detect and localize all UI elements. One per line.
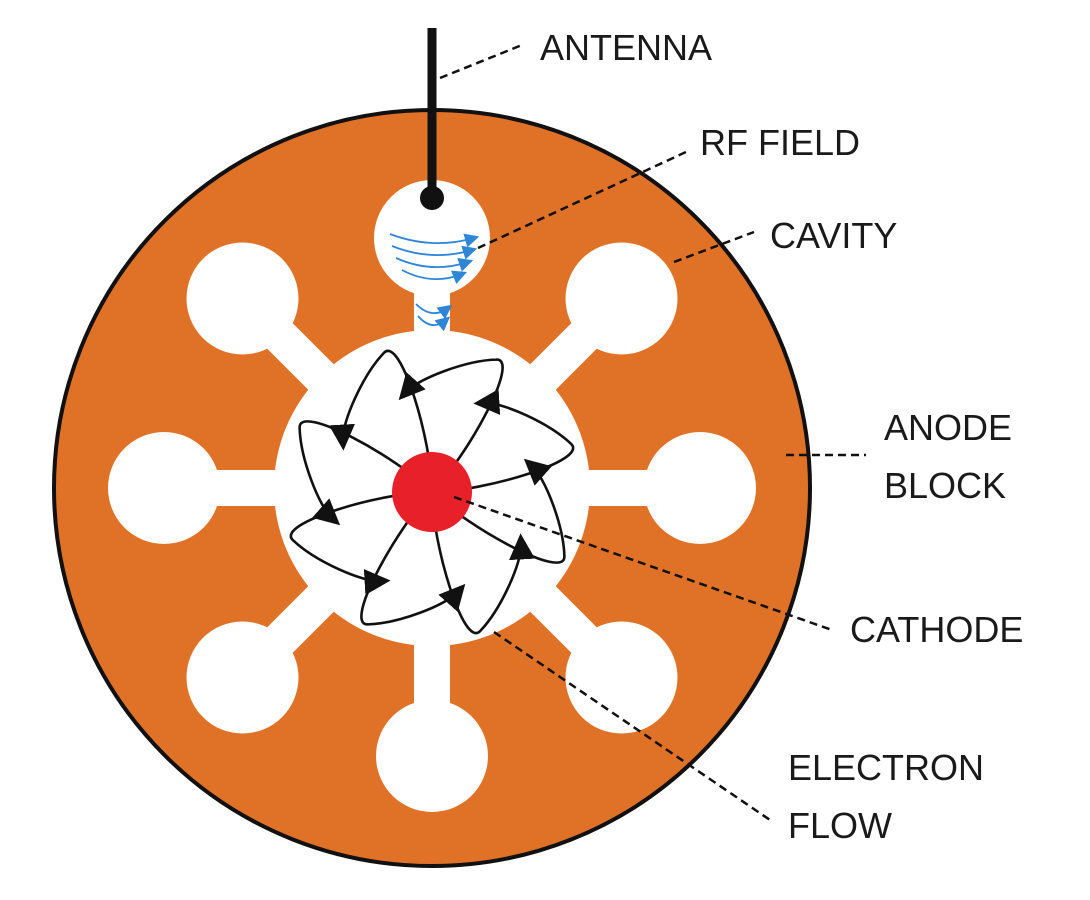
antenna bbox=[420, 28, 444, 210]
electron-flow-loop bbox=[430, 491, 535, 635]
electron-flow-loop bbox=[329, 349, 434, 493]
cathode bbox=[392, 452, 472, 532]
leader-electron-flow bbox=[493, 630, 771, 822]
cavity bbox=[186, 574, 346, 734]
electron-flow-loop bbox=[360, 491, 466, 626]
label-electron-line2: FLOW bbox=[788, 805, 892, 846]
rf-field-line bbox=[389, 233, 480, 248]
cavity bbox=[108, 432, 292, 544]
leader-antenna bbox=[439, 43, 523, 80]
label-antenna: ANTENNA bbox=[540, 27, 712, 68]
rf-field-line bbox=[395, 257, 474, 272]
label-anode-line2: BLOCK bbox=[884, 465, 1006, 506]
electron-flow-loop bbox=[289, 490, 433, 595]
cavity bbox=[376, 628, 488, 812]
rf-field-line bbox=[401, 269, 468, 285]
electron-flow-loop bbox=[398, 358, 504, 493]
cavity bbox=[572, 432, 756, 544]
rf-field-lines bbox=[389, 233, 480, 332]
leader-cavity bbox=[673, 230, 755, 264]
rf-field-line bbox=[417, 315, 451, 332]
leader-cathode bbox=[453, 495, 833, 632]
label-anode-line1: ANODE bbox=[884, 407, 1012, 448]
cavity bbox=[518, 574, 678, 734]
label-electron-line1: ELECTRON bbox=[788, 747, 984, 788]
label-rf-field: RF FIELD bbox=[700, 122, 860, 163]
electron-flow-loop bbox=[298, 420, 433, 526]
label-cavity: CAVITY bbox=[770, 215, 897, 256]
leader-lines bbox=[439, 43, 866, 822]
cavity bbox=[518, 242, 678, 402]
electron-flow-loops bbox=[289, 349, 575, 635]
rf-field-line bbox=[391, 245, 478, 260]
electron-flow-loop bbox=[431, 458, 566, 564]
label-cathode: CATHODE bbox=[850, 609, 1023, 650]
electron-flow-loop bbox=[431, 389, 575, 494]
cavity bbox=[186, 242, 346, 402]
rf-field-line bbox=[415, 303, 453, 320]
resonant-cavities bbox=[108, 242, 756, 812]
